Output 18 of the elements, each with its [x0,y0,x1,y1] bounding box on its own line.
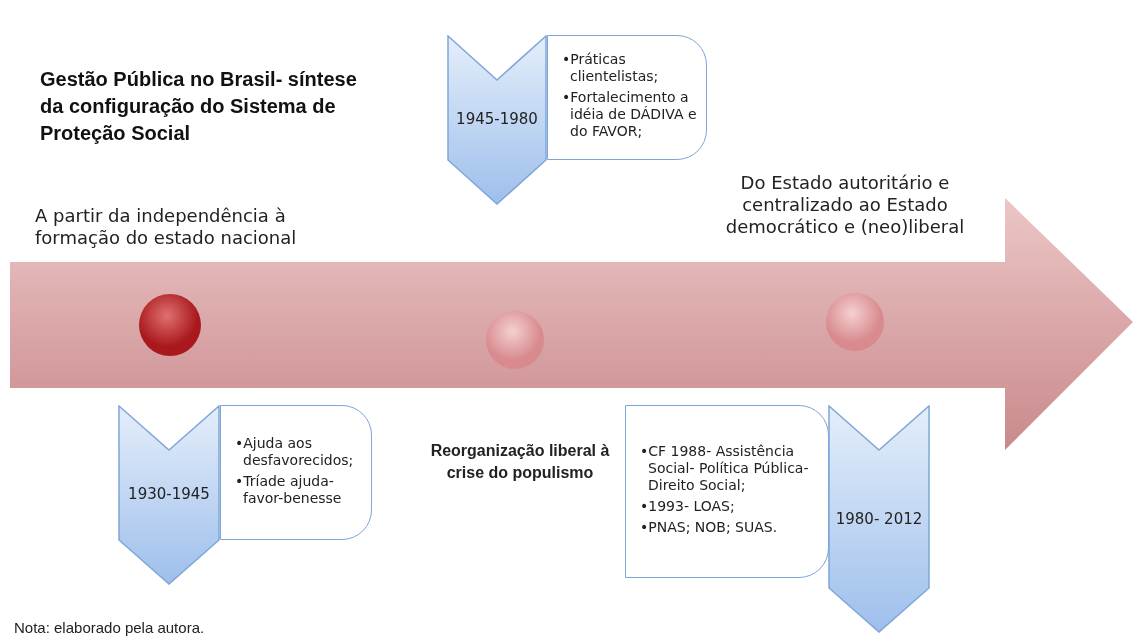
bullet-item: •Práticas clientelistas; [562,51,660,85]
bullet-item: •PNAS; NOB; SUAS. [640,519,779,536]
bullet-item: •Fortalecimento a idéia de DÁDIVA e do FAVOR; [562,89,698,140]
bullet-item: •Ajuda aos desfavorecidos; [235,434,355,469]
title: Gestão Pública no Brasil- síntese da configuração do Sistema de Proteção Social [40,67,358,146]
bullet-item: •CF 1988- Assistência Social- Política Pública- Direito Social; [640,443,810,494]
bullet-item: •Tríade ajuda-favor-benesse [235,472,343,507]
period-heading: Reorganização liberal à crise do populismo [430,441,610,483]
year-label: 1945-1980 [455,110,539,128]
year-label: 1980- 2012 [834,510,924,528]
period-label: A partir da independência à formação do estado nacional [35,205,298,249]
period-label: Do Estado autoritário e centralizado ao Estado democrático e (neo)liberal [724,172,966,238]
text-box [625,405,829,578]
year-label: 1930-1945 [127,485,211,503]
text-box [547,35,707,160]
caption: Nota: elaborado pela autora. [14,619,205,636]
bullet-item: •1993- LOAS; [640,498,736,515]
text-box [220,405,372,540]
